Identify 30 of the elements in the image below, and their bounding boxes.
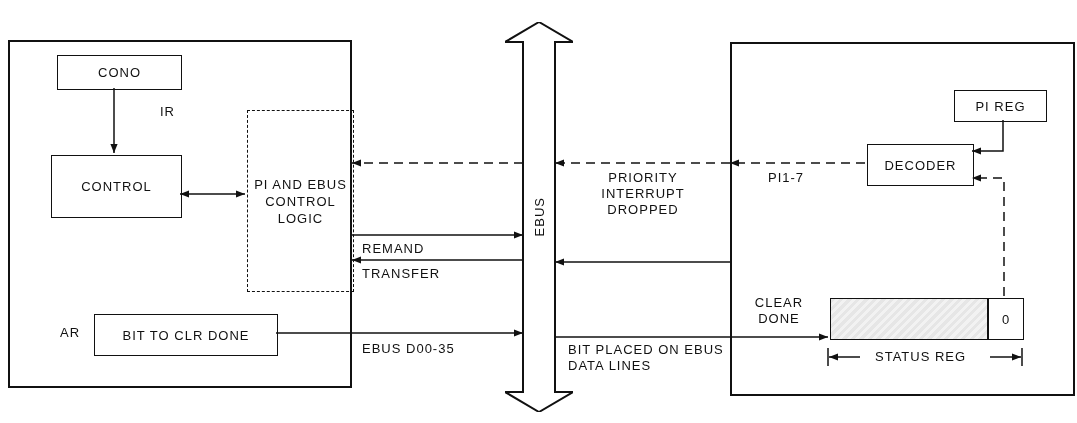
arrow — [351, 159, 524, 167]
module-frame — [8, 40, 352, 388]
register-bar — [830, 298, 988, 340]
signal-label: PI1-7 — [768, 170, 805, 186]
arrow — [351, 231, 524, 239]
arrow — [110, 87, 118, 154]
signal-label: PRIORITY INTERRUPT DROPPED — [600, 170, 686, 218]
arrow — [971, 174, 1005, 297]
arrow — [179, 190, 246, 198]
block-box: DECODER — [867, 144, 974, 186]
block-box: CONTROL — [51, 155, 182, 218]
block-box: BIT TO CLR DONE — [94, 314, 278, 356]
arrow — [554, 159, 731, 167]
dashed-logic-box: PI AND EBUS CONTROL LOGIC — [247, 110, 354, 292]
signal-label: REMAND — [362, 241, 425, 257]
signal-label: IR — [160, 104, 175, 120]
block-box: PI REG — [954, 90, 1047, 122]
arrow — [971, 119, 1004, 155]
module-frame — [730, 42, 1075, 396]
connector-line — [554, 336, 731, 338]
arrow — [275, 329, 524, 337]
arrow — [729, 159, 866, 167]
arrow — [351, 256, 524, 264]
signal-label: TRANSFER — [362, 266, 441, 282]
block-box: CONO — [57, 55, 182, 90]
signal-label: EBUS D00-35 — [362, 341, 455, 357]
arrow — [554, 258, 731, 266]
block-box: 0 — [988, 298, 1024, 340]
arrow — [729, 333, 829, 341]
signal-label: CLEAR DONE — [753, 295, 805, 327]
